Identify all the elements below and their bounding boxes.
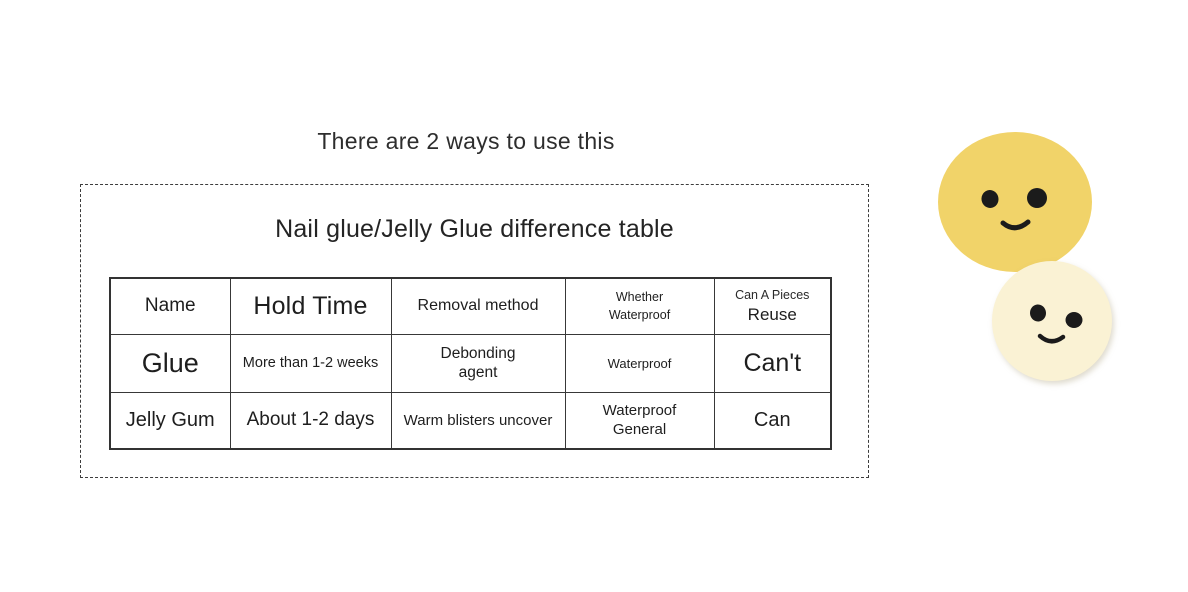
smiley-faces-illustration bbox=[938, 132, 1112, 381]
cell-jelly-gum-hold-time: About 1-2 days bbox=[229, 391, 392, 450]
smiley-face-icon-small bbox=[992, 261, 1112, 381]
difference-table: Name Hold Time Removal method Whether Wa… bbox=[109, 277, 832, 450]
cell-jelly-gum-name: Jelly Gum bbox=[109, 391, 231, 450]
table-header-row: Name Hold Time Removal method Whether Wa… bbox=[109, 277, 832, 335]
smiley-small-right-eye-icon bbox=[1065, 312, 1083, 328]
cell-glue-removal-line1: Debonding bbox=[440, 344, 516, 362]
table-row-glue: Glue More than 1-2 weeks Debonding agent… bbox=[109, 333, 832, 393]
smiley-small-left-eye-icon bbox=[1029, 304, 1047, 322]
table-title: Nail glue/Jelly Glue difference table bbox=[275, 215, 674, 243]
cell-jelly-gum-waterproof: Waterproof General bbox=[564, 391, 715, 450]
cell-jelly-gum-waterproof-line2: General bbox=[612, 421, 667, 439]
cell-glue-name: Glue bbox=[109, 333, 231, 393]
smiley-large-face bbox=[938, 132, 1092, 272]
smiley-large-right-eye-icon bbox=[1027, 188, 1047, 208]
header-removal-method: Removal method bbox=[390, 277, 566, 335]
header-hold-time: Hold Time bbox=[229, 277, 392, 335]
page-title: There are 2 ways to use this bbox=[317, 128, 615, 154]
cell-glue-reuse: Can't bbox=[713, 333, 832, 393]
smiley-face-icon-large bbox=[938, 132, 1092, 272]
cell-glue-removal-method: Debonding agent bbox=[390, 333, 566, 393]
smiley-large-smile-icon bbox=[1000, 219, 1031, 231]
header-name: Name bbox=[109, 277, 231, 335]
difference-panel: Nail glue/Jelly Glue difference table Na… bbox=[80, 184, 869, 478]
smiley-large-left-eye-icon bbox=[981, 190, 999, 208]
header-whether-waterproof-line1: Whether bbox=[615, 289, 664, 304]
cell-jelly-gum-waterproof-line1: Waterproof bbox=[602, 401, 677, 419]
cell-glue-hold-time: More than 1-2 weeks bbox=[229, 333, 392, 393]
header-can-reuse-line2: Reuse bbox=[747, 304, 797, 324]
header-whether-waterproof-line2: Waterproof bbox=[608, 308, 671, 323]
header-can-reuse-line1: Can A Pieces bbox=[735, 287, 810, 302]
smiley-small-face bbox=[992, 261, 1112, 381]
cell-glue-waterproof: Waterproof bbox=[564, 333, 715, 393]
cell-glue-removal-line2: agent bbox=[458, 364, 498, 381]
header-can-reuse: Can A Pieces Reuse bbox=[713, 277, 832, 335]
smiley-small-smile-icon bbox=[1037, 333, 1066, 344]
table-row-jelly-gum: Jelly Gum About 1-2 days Warm blisters u… bbox=[109, 391, 832, 450]
cell-jelly-gum-reuse: Can bbox=[713, 391, 832, 450]
cell-jelly-gum-removal-method: Warm blisters uncover bbox=[390, 391, 566, 450]
header-whether-waterproof: Whether Waterproof bbox=[564, 277, 715, 335]
